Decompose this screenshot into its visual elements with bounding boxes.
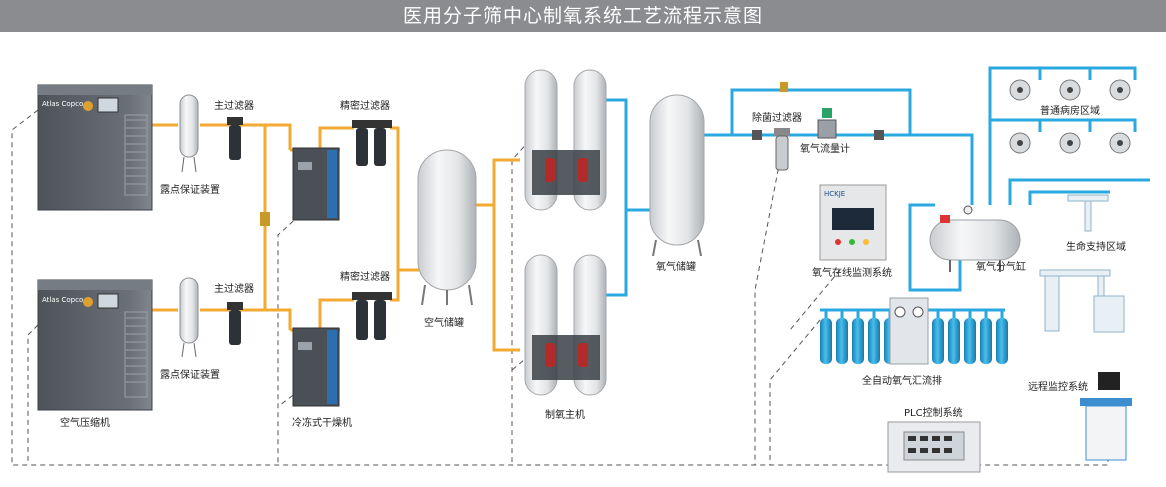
gas-cylinders-right: [932, 318, 1008, 364]
remote-monitor-workstation: [1080, 372, 1132, 461]
bypass-valve: [260, 212, 270, 226]
oxygen-storage-tank: [649, 94, 705, 257]
label-oxygen-manifold: 氧气分气缸: [976, 262, 1026, 273]
precision-filter-bottom: [352, 292, 392, 340]
label-online-monitor: 氧气在线监测系统: [812, 268, 892, 279]
ward-outlets: [1009, 79, 1131, 154]
air-storage-tank: [417, 149, 477, 306]
label-ward-area: 普通病房区域: [1040, 106, 1100, 117]
life-support-pendants: [1039, 194, 1125, 333]
dew-point-device-top: [179, 94, 199, 173]
label-remote-monitor: 远程监控系统: [1028, 382, 1088, 393]
label-oxygen-generator: 制氧主机: [545, 410, 585, 421]
oxygen-flowmeter: [817, 108, 837, 139]
compressor-brand-bottom: Atlas Copco: [42, 296, 83, 304]
label-main-filter-top: 主过滤器: [214, 101, 254, 112]
air-compressor-bottom: [37, 279, 153, 411]
label-precision-filter-top: 精密过滤器: [340, 101, 390, 112]
oxygen-generator-top: [524, 69, 607, 211]
refrigerated-dryer-top: [292, 147, 340, 221]
sterile-filter: [774, 128, 790, 171]
diagram-title: 医用分子筛中心制氧系统工艺流程示意图: [402, 5, 763, 27]
label-life-support: 生命支持区域: [1066, 242, 1126, 253]
oxygen-generator-bottom: [524, 254, 607, 396]
label-oxygen-tank: 氧气储罐: [656, 262, 696, 273]
title-bar: [0, 0, 1166, 32]
label-air-compressor: 空气压缩机: [60, 418, 110, 429]
label-air-tank: 空气储罐: [424, 318, 464, 329]
air-compressor-top: [37, 84, 153, 211]
main-filter-top: [227, 117, 243, 160]
label-dew-point-top: 露点保证装置: [160, 185, 220, 196]
pipe-valves: [752, 82, 884, 140]
gas-cylinders-left: [820, 318, 896, 364]
main-filter-bottom: [227, 302, 243, 345]
compressor-brand-top: Atlas Copco: [42, 100, 83, 108]
manifold-panel: [889, 297, 929, 365]
dew-point-device-bottom: [179, 277, 199, 358]
monitor-brand: HCKJE: [824, 190, 845, 198]
plc-control-box: [887, 421, 981, 473]
air-pipes: [152, 123, 520, 352]
label-refrigerated-dryer: 冷冻式干燥机: [292, 418, 352, 429]
label-auto-manifold: 全自动氧气汇流排: [862, 376, 942, 387]
label-sterile-filter: 除菌过滤器: [752, 113, 802, 124]
label-precision-filter-bottom: 精密过滤器: [340, 272, 390, 283]
ward-outlet-centers: [1017, 87, 1123, 146]
oxygen-manifold: [929, 205, 1021, 272]
label-main-filter-bottom: 主过滤器: [214, 284, 254, 295]
label-plc-system: PLC控制系统: [904, 408, 963, 419]
precision-filter-top: [352, 120, 392, 166]
label-dew-point-bottom: 露点保证装置: [160, 370, 220, 381]
label-oxygen-flowmeter: 氧气流量计: [800, 144, 850, 155]
refrigerated-dryer-bottom: [292, 327, 340, 407]
online-monitor-cabinet: [819, 184, 887, 261]
